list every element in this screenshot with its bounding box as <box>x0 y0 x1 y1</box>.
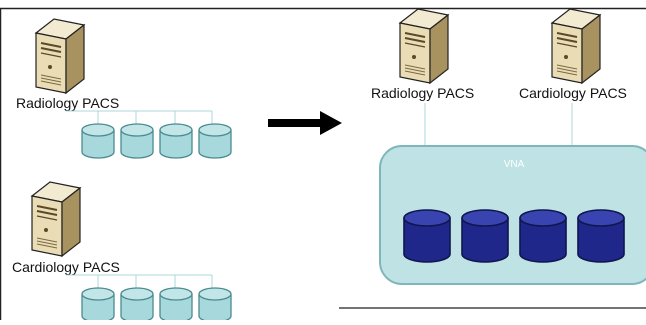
left-cardiology-group: Cardiology PACS <box>12 181 232 323</box>
server-icon <box>551 8 601 84</box>
database-cylinder-icon <box>198 287 232 323</box>
database-cylinder-icon <box>81 287 115 323</box>
database-cylinder-icon <box>120 287 154 323</box>
left-radiology-label: Radiology PACS <box>16 95 119 111</box>
right-cardiology-label: Cardiology PACS <box>519 85 627 101</box>
right-radiology-group: Radiology PACS <box>371 8 474 146</box>
database-cylinder-icon <box>120 123 154 159</box>
database-cylinder-icon <box>577 209 625 263</box>
vna-label: VNA <box>504 159 525 170</box>
database-cylinder-icon <box>519 209 567 263</box>
left-radiology-group: Radiology PACS <box>16 18 232 159</box>
vna-container: VNA <box>379 145 646 285</box>
right-radiology-label: Radiology PACS <box>371 85 474 101</box>
database-cylinder-icon <box>81 123 115 159</box>
left-cardiology-label: Cardiology PACS <box>12 259 120 275</box>
database-cylinder-icon <box>461 209 509 263</box>
right-arrow-icon <box>268 111 342 135</box>
server-icon <box>35 18 85 94</box>
database-cylinder-icon <box>403 209 451 263</box>
database-cylinder-icon <box>159 123 193 159</box>
right-cardiology-group: Cardiology PACS <box>519 8 627 146</box>
server-icon <box>399 8 449 84</box>
database-cylinder-icon <box>159 287 193 323</box>
database-cylinder-icon <box>198 123 232 159</box>
server-icon <box>31 181 81 257</box>
